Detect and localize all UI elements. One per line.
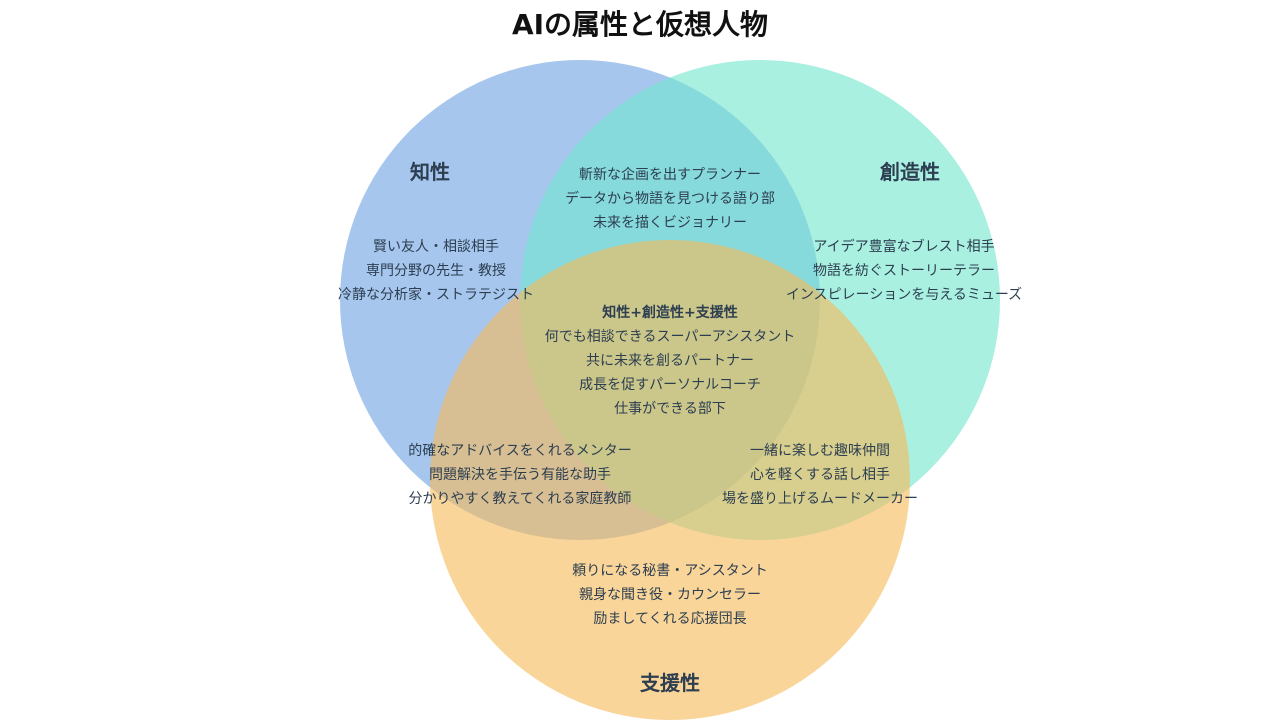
diagram-title: AIの属性と仮想人物 — [512, 8, 768, 41]
region-support-only: 頼りになる秘書・アシスタント 親身な聞き役・カウンセラー 励ましてくれる応援団長 — [572, 563, 767, 627]
region-item: 親身な聞き役・カウンセラー — [579, 587, 761, 603]
region-heading: 知性+創造性+支援性 — [602, 304, 737, 321]
region-item: 場を盛り上げるムードメーカー — [722, 491, 918, 507]
region-item: 賢い友人・相談相手 — [373, 239, 499, 255]
region-item: 励ましてくれる応援団長 — [593, 611, 746, 627]
region-intellect-support: 的確なアドバイスをくれるメンター 問題解決を手伝う有能な助手 分かりやすく教えて… — [408, 443, 632, 507]
region-item: 問題解決を手伝う有能な助手 — [429, 467, 611, 483]
region-intellect-creativity: 斬新な企画を出すプランナー データから物語を見つける語り部 未来を描くビジョナリ… — [565, 166, 775, 231]
region-item: 心を軽くする話し相手 — [750, 466, 890, 483]
set-label-support: 支援性 — [640, 671, 700, 695]
region-item: 一緒に楽しむ趣味仲間 — [750, 443, 890, 459]
circle-support — [430, 240, 910, 720]
set-label-creativity: 創造性 — [879, 160, 940, 184]
set-label-intellect: 知性 — [410, 160, 450, 184]
region-item: 成長を促すパーソナルコーチ — [579, 377, 761, 393]
region-all-three: 知性+創造性+支援性 何でも相談できるスーパーアシスタント 共に未来を創るパート… — [545, 304, 795, 417]
region-item: 何でも相談できるスーパーアシスタント — [545, 329, 795, 345]
region-item: 的確なアドバイスをくれるメンター — [408, 443, 632, 459]
region-item: 冷静な分析家・ストラテジスト — [338, 286, 534, 303]
region-item: 分かりやすく教えてくれる家庭教師 — [409, 490, 632, 507]
region-item: 斬新な企画を出すプランナー — [579, 166, 761, 183]
region-item: 共に未来を創るパートナー — [586, 353, 754, 369]
region-item: 未来を描くビジョナリー — [593, 215, 747, 231]
region-item: インスピレーションを与えるミューズ — [786, 287, 1022, 303]
region-item: 頼りになる秘書・アシスタント — [572, 563, 767, 579]
region-item: アイデア豊富なブレスト相手 — [813, 238, 994, 255]
region-item: データから物語を見つける語り部 — [565, 190, 775, 207]
region-item: 仕事ができる部下 — [614, 401, 726, 417]
region-item: 専門分野の先生・教授 — [366, 263, 506, 279]
region-item: 物語を紡ぐストーリーテラー — [813, 263, 995, 279]
region-intellect-only: 賢い友人・相談相手 専門分野の先生・教授 冷静な分析家・ストラテジスト — [338, 239, 534, 303]
region-creativity-support: 一緒に楽しむ趣味仲間 心を軽くする話し相手 場を盛り上げるムードメーカー — [722, 443, 918, 507]
region-creativity-only: アイデア豊富なブレスト相手 物語を紡ぐストーリーテラー インスピレーションを与え… — [786, 238, 1022, 303]
